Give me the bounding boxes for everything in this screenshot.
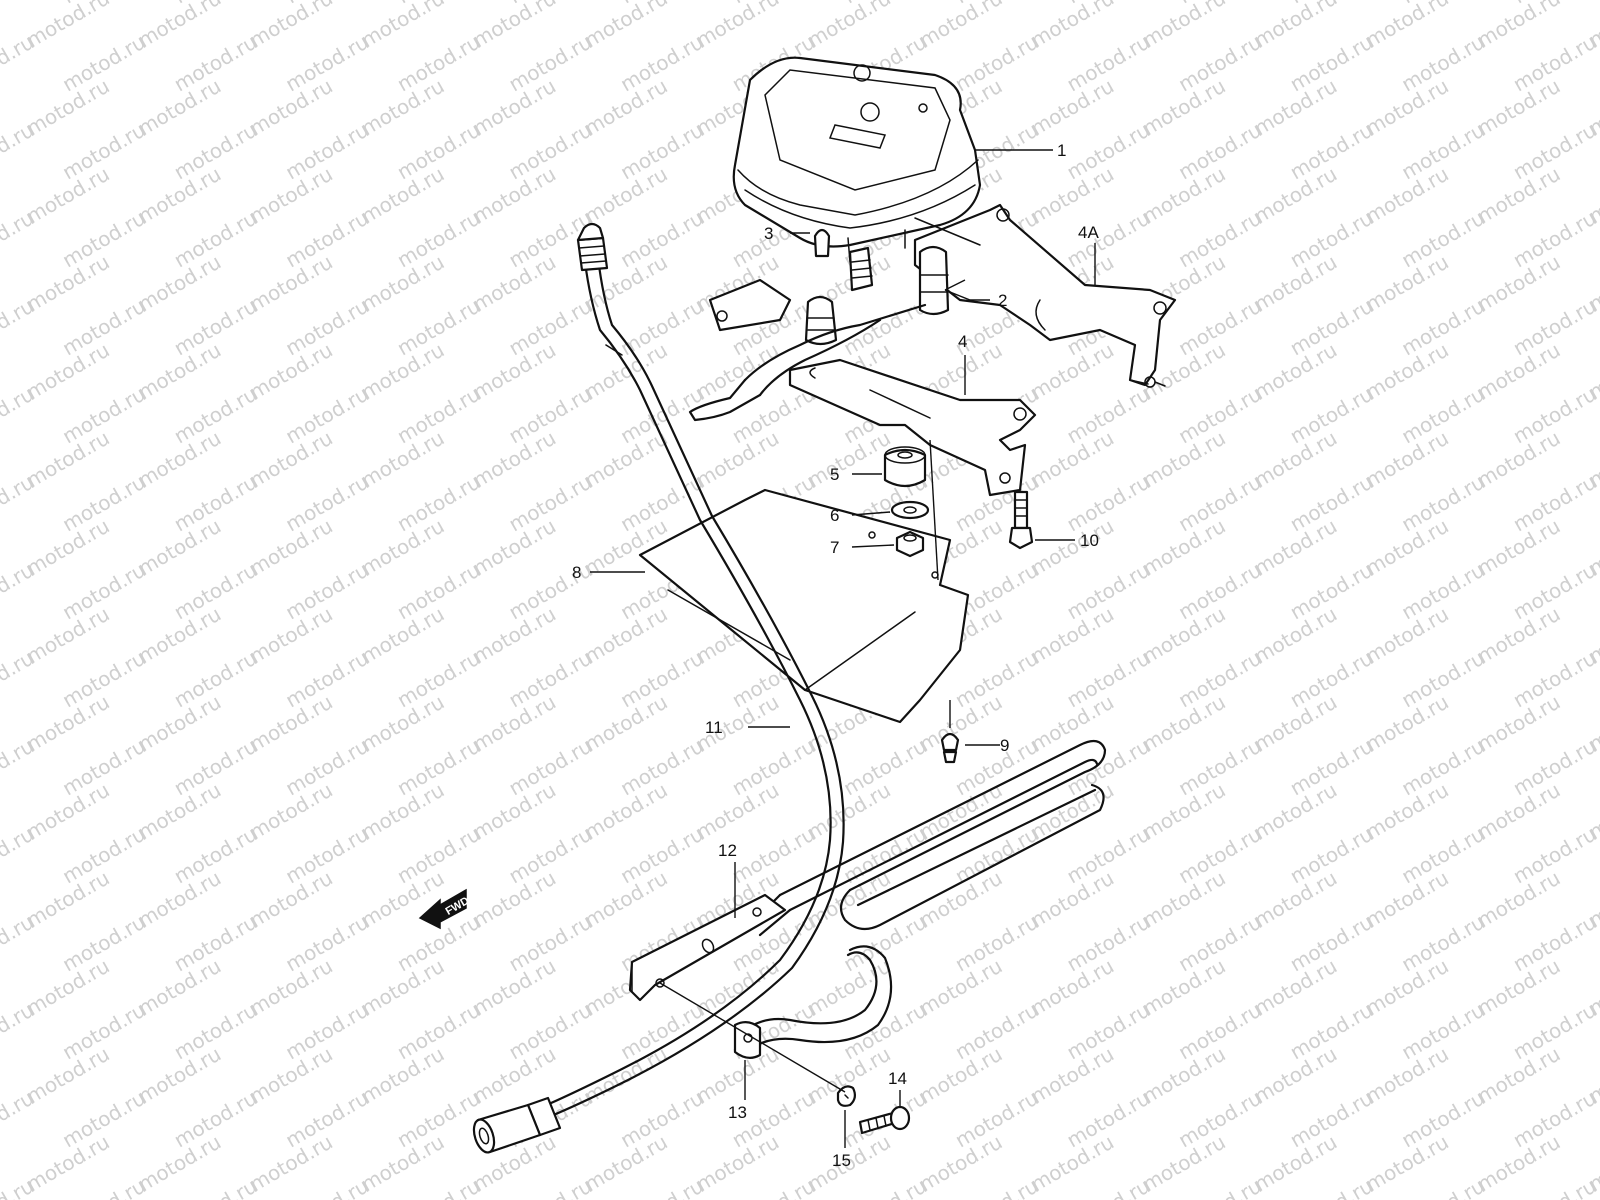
cover-plate <box>638 488 970 724</box>
watermark-text: motod.ru <box>1174 1174 1265 1200</box>
watermark-text: motod.ru <box>393 1174 484 1200</box>
callout-6: 6 <box>830 506 839 525</box>
watermark-text: motod.ru <box>728 1174 819 1200</box>
watermark-text: motod.ru <box>0 514 2 581</box>
watermark-text: motod.ru <box>0 866 2 933</box>
watermark-text: motod.ru <box>1286 1174 1377 1200</box>
bracket-small-left <box>708 278 792 332</box>
watermark-text: motod.ru <box>0 1042 2 1109</box>
watermark-text: motod.ru <box>0 778 2 845</box>
callout-12: 12 <box>718 841 737 860</box>
watermark-text: motod.ru <box>839 1174 930 1200</box>
watermark-text: motod.ru <box>915 0 1006 52</box>
callout-4A: 4A <box>1078 223 1099 242</box>
watermark-text: motod.ru <box>1473 0 1564 52</box>
watermark-text: motod.ru <box>469 0 560 52</box>
screw-and-washer <box>836 1085 911 1135</box>
watermark-text: motod.ru <box>281 1174 372 1200</box>
watermark-text: motod.ru <box>0 426 2 493</box>
callout-2: 2 <box>998 291 1007 310</box>
watermark-text: motod.ru <box>0 1130 2 1197</box>
watermark-text: motod.ru <box>951 1174 1042 1200</box>
watermark-text: motod.ru <box>0 338 2 405</box>
leader-lines <box>590 149 1096 1148</box>
watermark-text: motod.ru <box>0 0 38 8</box>
callout-9: 9 <box>1000 736 1009 755</box>
callout-3: 3 <box>764 224 773 243</box>
watermark-text: motod.ru <box>134 0 225 52</box>
watermark-text: motod.ru <box>58 1174 149 1200</box>
callout-14: 14 <box>888 1069 907 1088</box>
bolt <box>1008 490 1034 550</box>
watermark-text: motod.ru <box>692 0 783 52</box>
watermark-text: motod.ru <box>1027 0 1118 52</box>
bracket-lower <box>788 358 1037 497</box>
watermark-text: motod.ru <box>1138 0 1229 52</box>
watermark-text: motod.ru <box>0 602 2 669</box>
callout-4: 4 <box>958 332 967 351</box>
watermark-text: motod.ru <box>245 0 336 52</box>
watermark-text: motod.ru <box>0 954 2 1021</box>
callout-1: 1 <box>1057 141 1066 160</box>
cushion-washer-nut <box>883 446 930 558</box>
watermark-text: motod.ru <box>1250 0 1341 52</box>
watermark-text: motod.ru <box>505 1174 596 1200</box>
watermark-text: motod.ru <box>22 0 113 52</box>
bulb-sockets <box>688 245 950 422</box>
speedometer-cable <box>472 222 845 1154</box>
grommet <box>940 700 960 764</box>
callouts: 1 2 3 4 4A 5 6 7 8 9 10 11 12 13 14 15 <box>572 141 1099 1170</box>
watermark-text: motod.ru <box>0 74 2 141</box>
watermark-text: motod.ru <box>1397 1174 1488 1200</box>
watermark-text: motod.ru <box>1509 1174 1600 1200</box>
watermark-text: motod.ru <box>357 0 448 52</box>
callout-11: 11 <box>705 718 723 737</box>
clamp-plate <box>628 893 787 1002</box>
callout-5: 5 <box>830 465 839 484</box>
watermark-text: motod.ru <box>0 250 2 317</box>
callout-8: 8 <box>572 563 581 582</box>
watermark-text: motod.ru <box>0 162 2 229</box>
callout-13: 13 <box>728 1103 747 1122</box>
callout-15: 15 <box>832 1151 851 1170</box>
watermark-text: motod.ru <box>170 1174 261 1200</box>
watermark-text: motod.ru <box>803 0 894 52</box>
watermark-text: motod.ru <box>616 1174 707 1200</box>
bracket-upper <box>913 203 1177 388</box>
watermark-text: motod.ru <box>580 0 671 52</box>
watermark-text: motod.ru <box>1063 1174 1154 1200</box>
speedometer-housing <box>732 56 982 263</box>
bulb-socket <box>813 228 874 292</box>
callout-10: 10 <box>1080 531 1099 550</box>
watermark-text: motod.ru <box>1361 0 1452 52</box>
watermark-text: motod.ru <box>0 690 2 757</box>
callout-7: 7 <box>830 538 839 557</box>
